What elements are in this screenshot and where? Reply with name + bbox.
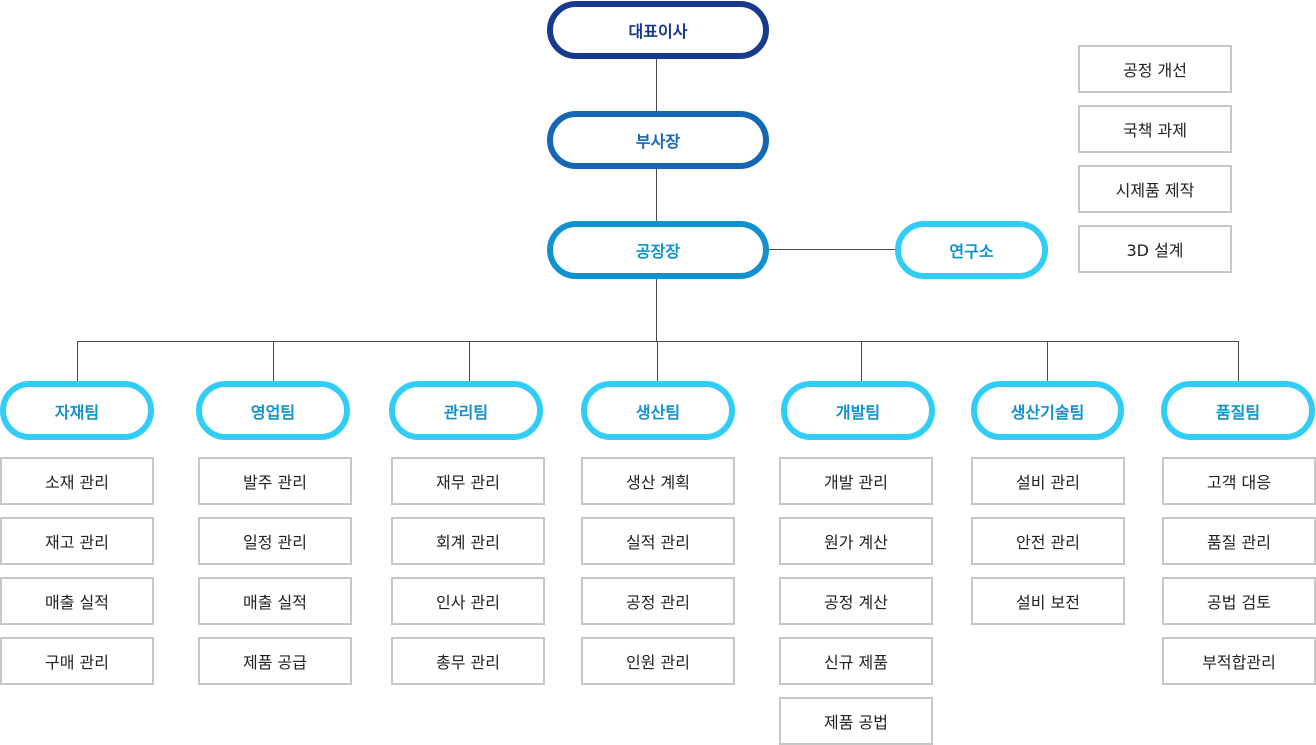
ceo-node: 대표이사: [547, 1, 769, 59]
team-task: 안전 관리: [971, 517, 1125, 565]
team-task: 품질 관리: [1162, 517, 1316, 565]
connector-team-5: [861, 341, 862, 383]
connector-ceo-vp: [656, 58, 657, 112]
connector-team-1: [77, 341, 78, 383]
team-task: 발주 관리: [198, 457, 352, 505]
connector-team-bus: [77, 341, 1239, 342]
connector-team-3: [469, 341, 470, 383]
lab-task: 3D 설계: [1078, 225, 1232, 273]
connector-team-7: [1238, 341, 1239, 383]
team-task: 원가 계산: [779, 517, 933, 565]
team-task: 신규 제품: [779, 637, 933, 685]
team-production-tech: 생산기술팀: [971, 381, 1124, 440]
team-development: 개발팀: [781, 381, 935, 440]
team-task: 제품 공급: [198, 637, 352, 685]
team-materials: 자재팀: [0, 381, 154, 440]
team-task: 설비 관리: [971, 457, 1125, 505]
team-task: 설비 보전: [971, 577, 1125, 625]
team-task: 실적 관리: [581, 517, 735, 565]
team-task: 회계 관리: [391, 517, 545, 565]
team-task: 제품 공법: [779, 697, 933, 745]
connector-team-6: [1047, 341, 1048, 383]
vice-president-node: 부사장: [547, 111, 769, 169]
connector-vp-plant: [656, 168, 657, 222]
team-quality: 품질팀: [1161, 381, 1315, 440]
team-task: 개발 관리: [779, 457, 933, 505]
team-task: 구매 관리: [0, 637, 154, 685]
team-task: 인사 관리: [391, 577, 545, 625]
team-task: 공정 관리: [581, 577, 735, 625]
team-task: 소재 관리: [0, 457, 154, 505]
team-task: 재고 관리: [0, 517, 154, 565]
team-task: 공정 계산: [779, 577, 933, 625]
connector-plant-bus: [656, 278, 657, 342]
connector-team-4: [657, 341, 658, 383]
team-task: 매출 실적: [198, 577, 352, 625]
team-sales: 영업팀: [196, 381, 350, 440]
lab-task: 시제품 제작: [1078, 165, 1232, 213]
team-task: 인원 관리: [581, 637, 735, 685]
lab-task: 공정 개선: [1078, 45, 1232, 93]
team-task: 재무 관리: [391, 457, 545, 505]
team-task: 일정 관리: [198, 517, 352, 565]
team-task: 총무 관리: [391, 637, 545, 685]
team-task: 생산 계획: [581, 457, 735, 505]
team-production: 생산팀: [581, 381, 735, 440]
team-management: 관리팀: [389, 381, 543, 440]
connector-team-2: [273, 341, 274, 383]
lab-task: 국책 과제: [1078, 105, 1232, 153]
team-task: 매출 실적: [0, 577, 154, 625]
connector-plant-lab: [768, 249, 898, 250]
team-task: 고객 대응: [1162, 457, 1316, 505]
research-lab-node: 연구소: [895, 221, 1048, 279]
plant-manager-node: 공장장: [547, 221, 769, 279]
team-task: 공법 검토: [1162, 577, 1316, 625]
team-task: 부적합관리: [1162, 637, 1316, 685]
